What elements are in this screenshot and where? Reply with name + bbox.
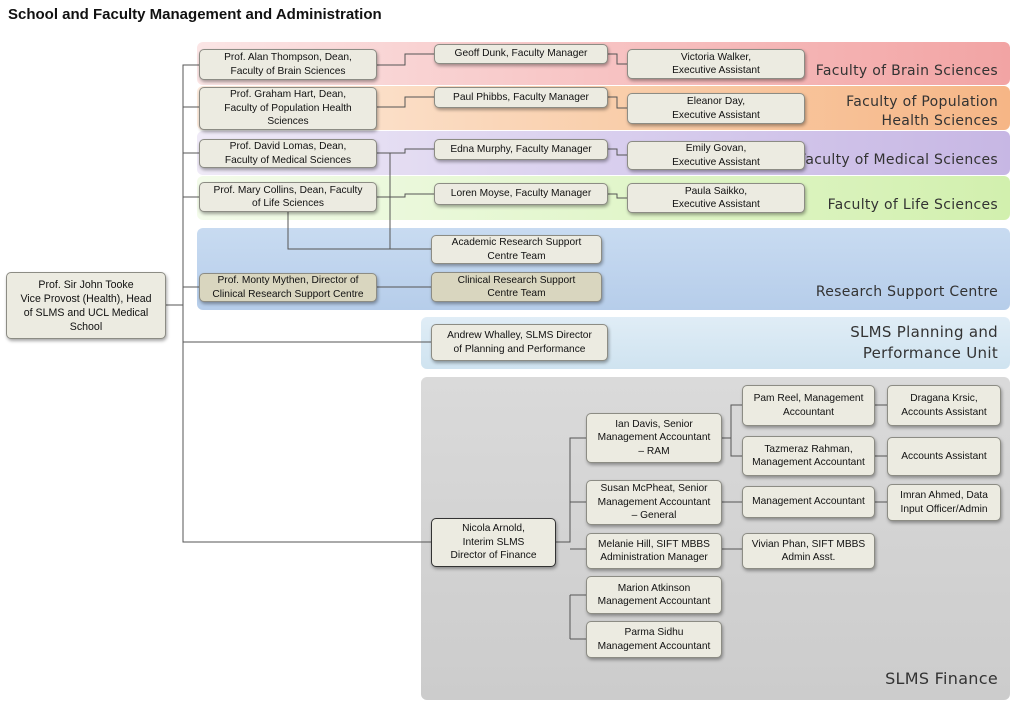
band-label-population: Faculty of Population Health Sciences bbox=[846, 94, 998, 129]
academic-research-support-team: Academic Research Support Centre Team bbox=[431, 235, 602, 264]
faculty-manager-medical: Edna Murphy, Faculty Manager bbox=[434, 139, 608, 160]
senior-accountant-general: Susan McPheat, Senior Management Account… bbox=[586, 480, 722, 525]
band-label-medical: Faculty of Medical Sciences bbox=[798, 152, 998, 168]
dean-life-sciences: Prof. Mary Collins, Dean, Faculty of Lif… bbox=[199, 182, 377, 212]
director-of-finance: Nicola Arnold, Interim SLMS Director of … bbox=[431, 518, 556, 567]
clinical-research-support-team: Clinical Research Support Centre Team bbox=[431, 272, 602, 302]
director-planning-performance: Andrew Whalley, SLMS Director of Plannin… bbox=[431, 324, 608, 361]
management-accountant: Management Accountant bbox=[742, 486, 875, 518]
accountant-pam: Pam Reel, Management Accountant bbox=[742, 385, 875, 426]
band-label-life: Faculty of Life Sciences bbox=[827, 197, 998, 213]
page-title: School and Faculty Management and Admini… bbox=[8, 6, 382, 23]
faculty-manager-population: Paul Phibbs, Faculty Manager bbox=[434, 87, 608, 108]
sift-admin-assistant: Vivian Phan, SIFT MBBS Admin Asst. bbox=[742, 533, 875, 569]
band-label-brain: Faculty of Brain Sciences bbox=[815, 63, 998, 79]
senior-accountant-ram: Ian Davis, Senior Management Accountant … bbox=[586, 413, 722, 463]
exec-assistant-life: Paula Saikko, Executive Assistant bbox=[627, 183, 805, 213]
faculty-manager-life: Loren Moyse, Faculty Manager bbox=[434, 183, 608, 205]
exec-assistant-population: Eleanor Day, Executive Assistant bbox=[627, 93, 805, 124]
accounts-assistant: Accounts Assistant bbox=[887, 437, 1001, 476]
band-label-finance: SLMS Finance bbox=[885, 669, 998, 688]
band-label-research: Research Support Centre bbox=[815, 284, 998, 300]
exec-assistant-brain: Victoria Walker, Executive Assistant bbox=[627, 49, 805, 79]
director-clinical-research: Prof. Monty Mythen, Director of Clinical… bbox=[199, 273, 377, 302]
accountant-tazmeraz: Tazmeraz Rahman, Management Accountant bbox=[742, 436, 875, 476]
root-vice-provost: Prof. Sir John Tooke Vice Provost (Healt… bbox=[6, 272, 166, 339]
sift-admin-manager: Melanie Hill, SIFT MBBS Administration M… bbox=[586, 533, 722, 569]
dean-brain-sciences: Prof. Alan Thompson, Dean, Faculty of Br… bbox=[199, 49, 377, 80]
band-label-planning: SLMS Planning and Performance Unit bbox=[850, 323, 998, 362]
accountant-parma: Parma Sidhu Management Accountant bbox=[586, 621, 722, 658]
dean-population-health: Prof. Graham Hart, Dean, Faculty of Popu… bbox=[199, 87, 377, 130]
band-research-support: Research Support Centre bbox=[197, 228, 1010, 310]
faculty-manager-brain: Geoff Dunk, Faculty Manager bbox=[434, 44, 608, 64]
data-input-officer: Imran Ahmed, Data Input Officer/Admin bbox=[887, 484, 1001, 521]
accountant-marion: Marion Atkinson Management Accountant bbox=[586, 576, 722, 614]
accounts-assistant-dragana: Dragana Krsic, Accounts Assistant bbox=[887, 385, 1001, 426]
exec-assistant-medical: Emily Govan, Executive Assistant bbox=[627, 141, 805, 170]
dean-medical-sciences: Prof. David Lomas, Dean, Faculty of Medi… bbox=[199, 139, 377, 168]
